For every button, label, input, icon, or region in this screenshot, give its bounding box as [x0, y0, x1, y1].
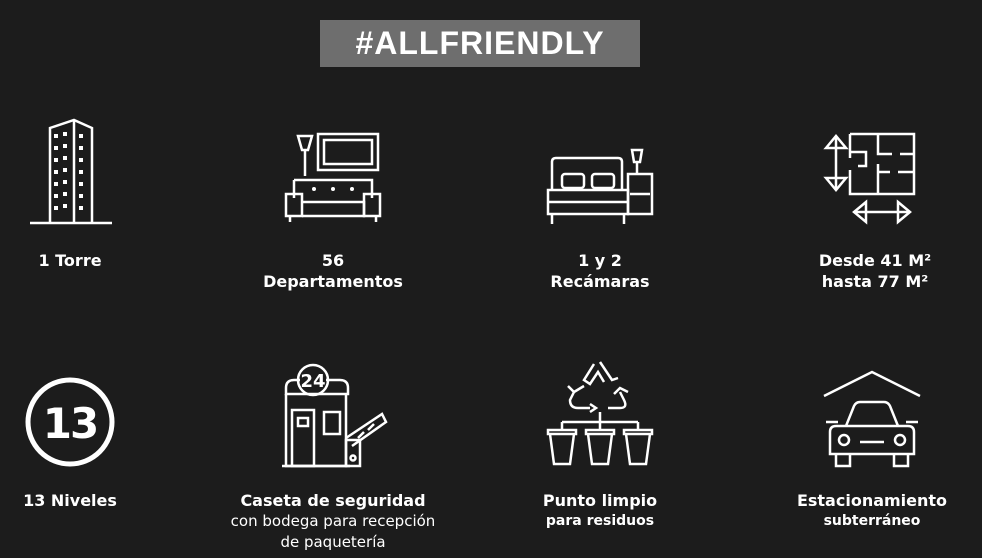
feature-torre: 1 Torre: [0, 250, 200, 271]
feature-departamentos: 56 Departamentos: [203, 250, 463, 292]
departamentos-count: 56: [321, 251, 345, 270]
estacionamiento-title: Estacionamiento: [796, 491, 948, 510]
caseta-title: Caseta de seguridad: [240, 491, 426, 510]
feature-superficie: Desde 41 M² hasta 77 M²: [745, 250, 982, 292]
feature-recamaras: 1 y 2 Recámaras: [470, 250, 730, 292]
caseta-detail-2: de paquetería: [280, 533, 386, 551]
recamaras-count: 1 y 2: [578, 251, 622, 270]
levels-badge-icon: 13: [24, 376, 116, 468]
living-room-icon: [280, 132, 386, 226]
feature-niveles: 13 Niveles: [0, 490, 200, 511]
departamentos-label: Departamentos: [263, 272, 403, 291]
parking-car-icon: [820, 370, 924, 470]
superficie-max: hasta 77 M²: [821, 272, 929, 291]
bedroom-icon: [544, 148, 656, 228]
feature-punto-limpio: Punto limpio para residuos: [470, 490, 730, 531]
punto-limpio-detail: para residuos: [545, 513, 655, 529]
niveles-label: 13 Niveles: [23, 491, 117, 510]
floor-plan-icon: [820, 130, 918, 228]
feature-caseta: Caseta de seguridad con bodega para rece…: [203, 490, 463, 553]
torre-label: 1 Torre: [38, 251, 102, 270]
tower-icon: [28, 118, 114, 226]
booth-badge-number: 24: [300, 371, 325, 392]
feature-estacionamiento: Estacionamiento subterráneo: [742, 490, 982, 531]
superficie-min: Desde 41 M²: [818, 251, 932, 270]
security-booth-icon: 24: [278, 360, 390, 470]
levels-badge-number: 13: [43, 399, 97, 448]
recycling-icon: [544, 358, 656, 470]
page-banner: #ALLFRIENDLY: [320, 20, 640, 67]
punto-limpio-title: Punto limpio: [542, 491, 658, 510]
recamaras-label: Recámaras: [550, 272, 650, 291]
caseta-detail-1: con bodega para recepción: [230, 512, 436, 530]
estacionamiento-detail: subterráneo: [823, 513, 921, 529]
